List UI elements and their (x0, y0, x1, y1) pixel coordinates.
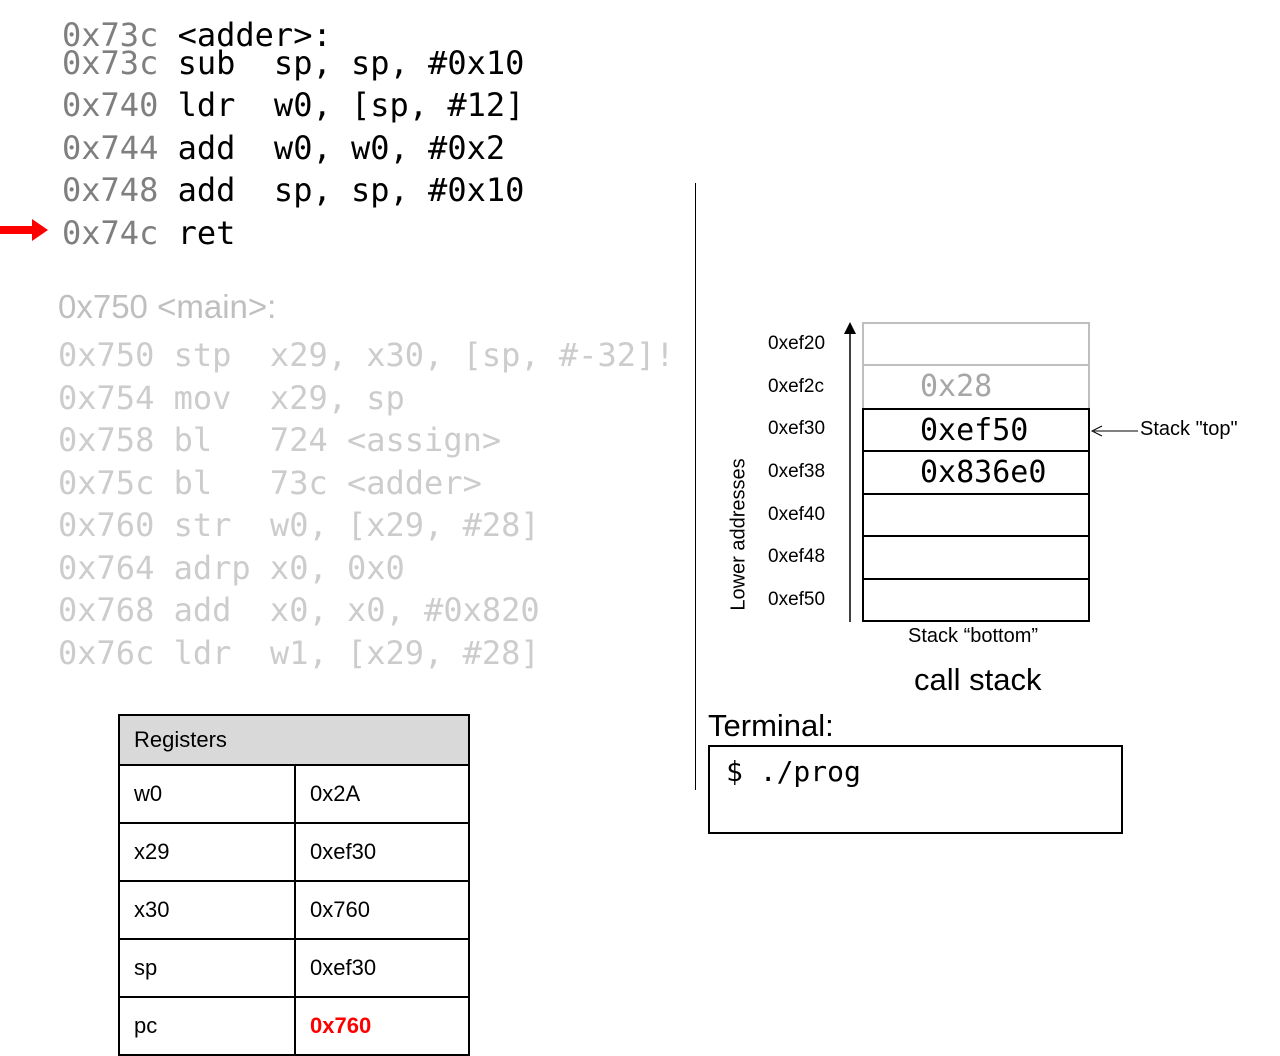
registers-table: Registers w0 0x2A x29 0xef30 x30 0x760 s… (118, 714, 470, 1056)
stack-address: 0xef20 (768, 333, 826, 354)
stack-address: 0xef2c (768, 376, 824, 397)
code-line: 0x748 add sp, sp, #0x10 (62, 171, 525, 209)
code-line: 0x73c sub sp, sp, #0x10 (62, 44, 525, 82)
stack-cell (862, 322, 1090, 366)
stack-cell: 0x836e0 (862, 452, 1090, 495)
pc-arrow-icon (0, 219, 48, 241)
main-code-line: 0x760 str w0, [x29, #28] (58, 506, 540, 544)
main-code-line: 0x75c bl 73c <adder> (58, 464, 482, 502)
terminal-label: Terminal: (708, 708, 834, 743)
lower-addresses-label: Lower addresses (727, 458, 750, 611)
register-name: w0 (118, 764, 296, 824)
main-code-line: 0x758 bl 724 <assign> (58, 421, 502, 459)
stack-address: 0xef50 (768, 589, 826, 610)
main-header: 0x750 <main>: (58, 288, 277, 325)
adder-header: 0x73c <adder>: (62, 16, 332, 54)
stack-cell (862, 495, 1090, 537)
stack-address: 0xef30 (768, 418, 826, 439)
stack-address: 0xef40 (768, 504, 826, 525)
register-name: x29 (118, 822, 296, 882)
register-value: 0x2A (294, 764, 470, 824)
register-name: sp (118, 938, 296, 998)
up-arrow-icon (844, 322, 856, 622)
stack-cell (862, 537, 1090, 580)
register-name: x30 (118, 880, 296, 940)
code-line: 0x740 ldr w0, [sp, #12] (62, 86, 525, 124)
main-code-line: 0x768 add x0, x0, #0x820 (58, 591, 540, 629)
stack-cell: 0x28 (862, 366, 1090, 408)
stack-cell-top: 0xef50 (862, 408, 1090, 452)
table-row: w0 0x2A (118, 764, 470, 824)
register-value: 0xef30 (294, 938, 470, 998)
code-line: 0x744 add w0, w0, #0x2 (62, 129, 506, 167)
table-row: pc 0x760 (118, 996, 470, 1056)
main-code-line: 0x754 mov x29, sp (58, 379, 405, 417)
register-value: 0xef30 (294, 822, 470, 882)
register-value-pc: 0x760 (294, 996, 470, 1056)
stack-address: 0xef48 (768, 546, 826, 567)
registers-title: Registers (118, 714, 470, 766)
top-pointer-arrow-icon (1090, 425, 1138, 437)
register-value: 0x760 (294, 880, 470, 940)
code-line-current: 0x74c ret (62, 214, 236, 252)
table-row: x29 0xef30 (118, 822, 470, 882)
stack-bottom-label: Stack “bottom” (908, 625, 1039, 647)
register-name: pc (118, 996, 296, 1056)
main-code-line: 0x76c ldr w1, [x29, #28] (58, 634, 540, 672)
main-code-line: 0x750 stp x29, x30, [sp, #-32]! (58, 336, 675, 374)
divider (695, 183, 696, 790)
stack-address: 0xef38 (768, 461, 826, 482)
main-code-line: 0x764 adrp x0, 0x0 (58, 549, 405, 587)
terminal-box: $ ./prog (708, 745, 1123, 834)
table-row: sp 0xef30 (118, 938, 470, 998)
stack-cell-bottom (862, 580, 1090, 622)
table-row: x30 0x760 (118, 880, 470, 940)
stack-top-label: Stack "top" (1140, 418, 1238, 440)
terminal-prompt: $ ./prog (726, 755, 861, 788)
call-stack-title: call stack (914, 662, 1042, 697)
